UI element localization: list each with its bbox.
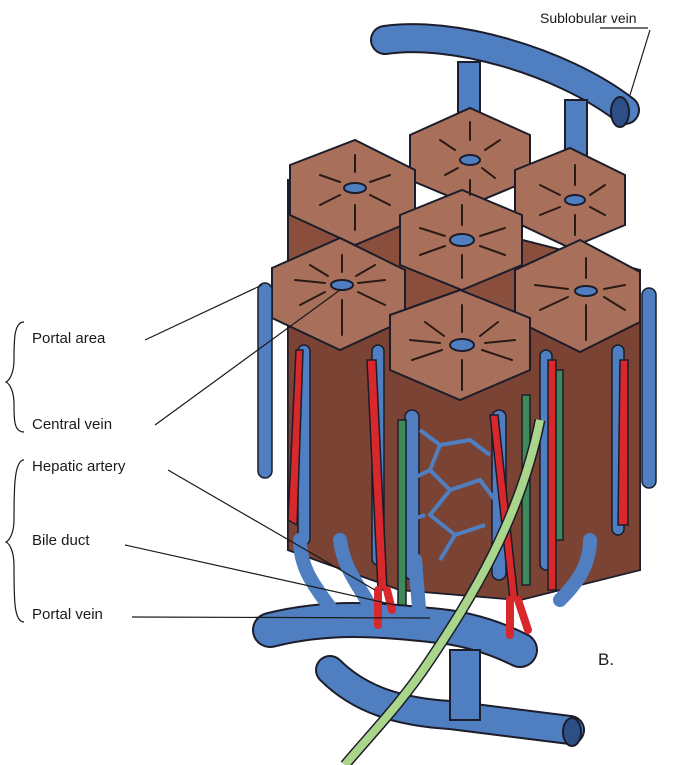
panel-letter: B. xyxy=(598,650,614,670)
hepatic-artery-label: Hepatic artery xyxy=(32,458,125,475)
sublobular-vein-label: Sublobular vein xyxy=(540,10,637,26)
portal-vein-label: Portal vein xyxy=(32,606,103,623)
bile-duct-label: Bile duct xyxy=(32,532,90,549)
central-vein-label: Central vein xyxy=(32,416,112,433)
portal-area-label: Portal area xyxy=(32,330,105,347)
